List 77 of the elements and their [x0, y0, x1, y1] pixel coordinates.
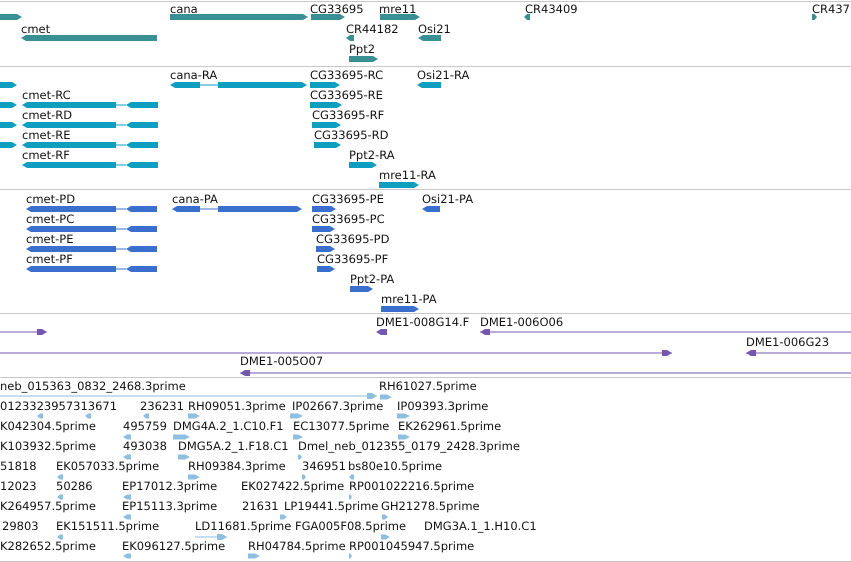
feature-label: LD11681.5prime: [195, 520, 292, 533]
feature-label: 50286: [56, 480, 93, 493]
feature-label: CG33695-RE: [310, 89, 383, 102]
feature-label: CR44182: [346, 23, 399, 36]
feature-label: cmet-RF: [22, 149, 70, 162]
feature-label: CG33695-RF: [312, 109, 384, 122]
feature-label: CG33695-PD: [316, 233, 390, 246]
feature-label: RH04784.5prime: [248, 540, 346, 553]
feature-label: 236231: [140, 400, 184, 413]
feature-label: EK057033.5prime: [56, 460, 160, 473]
feature-label: cmet-RE: [22, 129, 71, 142]
feature-label: neb_015363_0832_2468.3prime: [0, 380, 186, 393]
feature-label: CG33695-RC: [310, 69, 384, 82]
feature-label: cmet-RC: [22, 89, 71, 102]
feature-label: 12023: [0, 480, 37, 493]
feature-label: GH21278.5prime: [381, 500, 480, 513]
feature-label: mre11-RA: [379, 169, 436, 182]
feature-label: cmet-PF: [26, 253, 73, 266]
feature-label: Ppt2-RA: [349, 149, 395, 162]
feature-label: LP19441.5prime: [284, 500, 378, 513]
feature-label: Osi21-PA: [422, 193, 474, 206]
feature-label: DME1-006G23: [746, 336, 830, 349]
feature-label: 51818: [0, 460, 37, 473]
feature-label: EC13077.5prime: [293, 420, 390, 433]
feature-label: IP02667.3prime: [292, 400, 384, 413]
feature-label: IP09393.3prime: [397, 400, 488, 413]
feature-label: mre11: [379, 3, 416, 16]
feature-label: EP15113.3prime: [122, 500, 218, 513]
feature-label: Osi21: [418, 23, 451, 36]
feature-label: K264957.5prime: [0, 500, 96, 513]
feature-label: 493038: [123, 440, 167, 453]
feature-label: FGA005F08.5prime: [295, 520, 406, 533]
feature-label: K282652.5prime: [0, 540, 96, 553]
feature-label: mre11-PA: [381, 293, 437, 306]
feature-label: EK027422.5prime: [241, 480, 344, 493]
feature-label: RH09384.3prime: [188, 460, 286, 473]
feature-label: cmet-PD: [26, 193, 76, 206]
feature-label: cana-RA: [170, 69, 218, 82]
feature-label: 495759: [123, 420, 167, 433]
feature-label: CG33695-PF: [317, 253, 388, 266]
feature-label: cmet-PC: [26, 213, 74, 226]
feature-label: Ppt2: [349, 43, 376, 56]
feature-label: EK096127.5prime: [122, 540, 226, 553]
feature-label: K042304.5prime: [0, 420, 96, 433]
feature-label: RP001045947.5prime: [349, 540, 474, 553]
feature-label: RH09051.3prime: [188, 400, 286, 413]
feature-label: Osi21-RA: [417, 69, 470, 82]
feature-label: CG33695-RD: [314, 129, 389, 142]
feature-label: DMG4A.2_1.C10.F1: [173, 420, 284, 433]
feature-label: CG33695-PE: [312, 193, 384, 206]
feature-label: bs80e10.5prime: [348, 460, 442, 473]
feature-label: CR437: [812, 3, 850, 16]
feature-label: 29803: [2, 520, 39, 533]
feature-label: 0123323957313671: [0, 400, 118, 413]
feature-label: Ppt2-PA: [350, 273, 394, 286]
feature-label: 346951: [302, 460, 346, 473]
feature-label: cana-PA: [172, 193, 218, 206]
feature-label: Dmel_neb_012355_0179_2428.3prime: [298, 440, 520, 453]
feature-label: DME1-008G14.F: [376, 316, 470, 329]
feature-label: RH61027.5prime: [379, 380, 477, 393]
feature-label: CG33695-PC: [312, 213, 385, 226]
feature-label: cmet: [21, 23, 50, 36]
feature-label: DMG5A.2_1.F18.C1: [178, 440, 289, 453]
feature-label: RP001022216.5prime: [349, 480, 474, 493]
feature-label: EP17012.3prime: [122, 480, 218, 493]
feature-label: K103932.5prime: [0, 440, 96, 453]
feature-label: EK262961.5prime: [398, 420, 502, 433]
feature-label: cmet-PE: [26, 233, 74, 246]
feature-label: DME1-006O06: [480, 316, 564, 329]
feature-label: 21631: [242, 500, 279, 513]
feature-label: EK151511.5prime: [56, 520, 160, 533]
feature-label: CG33695: [310, 3, 364, 16]
feature-label: cmet-RD: [22, 109, 72, 122]
feature-label: DMG3A.1_1.H10.C1: [424, 520, 537, 533]
feature-label: CR43409: [525, 3, 578, 16]
feature-label: DME1-005O07: [240, 355, 324, 368]
feature-label: cana: [170, 3, 198, 16]
